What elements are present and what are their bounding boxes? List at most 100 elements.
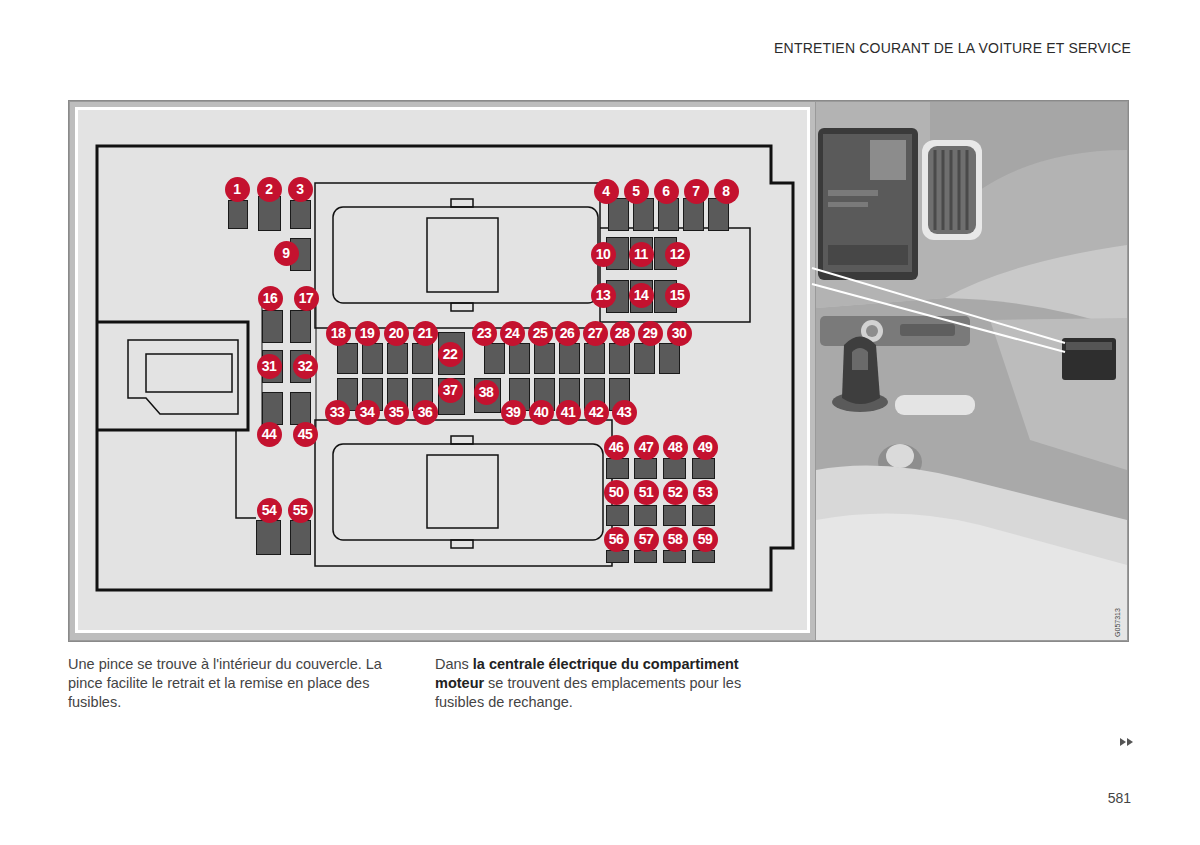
fuse	[585, 344, 605, 374]
callout-number: 22	[438, 342, 463, 367]
fuse	[475, 379, 501, 413]
fuse	[363, 344, 383, 374]
interior-photo	[870, 140, 906, 180]
callout-number: 18	[326, 321, 351, 346]
callout-number: 42	[584, 400, 609, 425]
fuse	[607, 459, 629, 479]
fuse-slots	[229, 197, 729, 563]
fuse	[635, 344, 655, 374]
callout-number: 21	[413, 321, 438, 346]
fuse	[510, 344, 530, 374]
fuse-box-housing	[146, 354, 232, 392]
callout-number: 11	[629, 242, 654, 267]
fuse	[291, 521, 311, 555]
running-header: ENTRETIEN COURANT DE LA VOITURE ET SERVI…	[774, 40, 1131, 56]
relay-block	[451, 540, 473, 548]
fuse	[609, 199, 629, 231]
interior-photo	[828, 190, 878, 196]
fuse	[291, 201, 311, 229]
interior-photo	[828, 202, 868, 207]
callout-number: 20	[384, 321, 409, 346]
callout-number: 6	[654, 179, 679, 204]
callout-number: 36	[413, 400, 438, 425]
interior-photo	[922, 140, 982, 240]
fuse	[439, 379, 465, 415]
callout-number: 46	[604, 435, 629, 460]
callout-number: 37	[438, 378, 463, 403]
fuse	[610, 344, 630, 374]
fuse	[664, 551, 686, 563]
callout-number: 52	[663, 480, 688, 505]
interior-photo	[928, 146, 976, 234]
callout-number: 55	[288, 498, 313, 523]
callout-number: 2	[257, 177, 282, 202]
fuse-box-housing	[97, 322, 248, 430]
fuse	[485, 344, 505, 374]
callout-number: 28	[610, 321, 635, 346]
callout-number: 47	[634, 435, 659, 460]
callout-number: 39	[501, 400, 526, 425]
fuse-box-housing	[600, 228, 750, 322]
panel-frame	[77, 109, 809, 632]
fuse	[664, 506, 686, 526]
interior-photo	[816, 102, 1127, 308]
fuse	[535, 344, 555, 374]
caption-paragraph: Dansla centrale électrique du compartime…	[435, 655, 773, 712]
fuse-box-housing	[97, 146, 793, 590]
callout-number: 8	[714, 179, 739, 204]
callout-number: 7	[684, 179, 709, 204]
callout-number: 32	[293, 354, 318, 379]
interior-photo	[866, 325, 878, 337]
interior-photo	[818, 128, 918, 280]
callout-number: 24	[500, 321, 525, 346]
callout-number: 43	[612, 400, 637, 425]
interior-photo	[816, 102, 1127, 640]
callout-number: 41	[556, 400, 581, 425]
interior-photo	[816, 466, 1127, 641]
callout-number: 34	[355, 400, 380, 425]
callout-number: 59	[693, 527, 718, 552]
callout-number: 26	[555, 321, 580, 346]
continue-arrows	[1127, 738, 1133, 746]
fuse-box-housing	[128, 340, 238, 414]
fuse	[388, 344, 408, 374]
interior-photo	[812, 102, 1127, 640]
callout-number: 53	[693, 480, 718, 505]
callout-number: 38	[474, 380, 499, 405]
interior-photo	[812, 284, 1065, 352]
interior-photo	[1066, 342, 1112, 350]
fuse	[560, 344, 580, 374]
callout-number: 40	[529, 400, 554, 425]
fuse	[338, 344, 358, 374]
figure-code: G057313	[1113, 608, 1120, 637]
callout-number: 12	[665, 242, 690, 267]
callout-number: 1	[225, 177, 250, 202]
continue-arrows	[1120, 738, 1126, 746]
interior-photo	[816, 514, 1127, 640]
callout-number: 51	[634, 480, 659, 505]
callout-number: 15	[665, 283, 690, 308]
fuse	[263, 311, 283, 343]
callout-number: 35	[384, 400, 409, 425]
callout-number: 13	[591, 283, 616, 308]
fuse	[413, 344, 433, 374]
fuse	[607, 506, 629, 526]
interior-photo	[900, 324, 955, 336]
interior-photo	[812, 268, 1065, 343]
interior-photo	[828, 245, 908, 265]
fuse-box-housing	[236, 430, 256, 518]
interior-photo	[842, 337, 880, 405]
interior-photo	[886, 444, 914, 468]
callout-number: 48	[663, 435, 688, 460]
callout-number: 25	[528, 321, 553, 346]
callout-number: 29	[638, 321, 663, 346]
callout-number: 4	[594, 179, 619, 204]
interior-photo	[852, 348, 868, 370]
continue-arrows	[1120, 738, 1133, 746]
panel-frame	[69, 101, 1129, 642]
relay-block	[333, 207, 598, 303]
callout-number: 17	[294, 286, 319, 311]
fuse	[257, 521, 281, 555]
callout-number: 3	[288, 177, 313, 202]
interior-photo	[816, 298, 1127, 640]
